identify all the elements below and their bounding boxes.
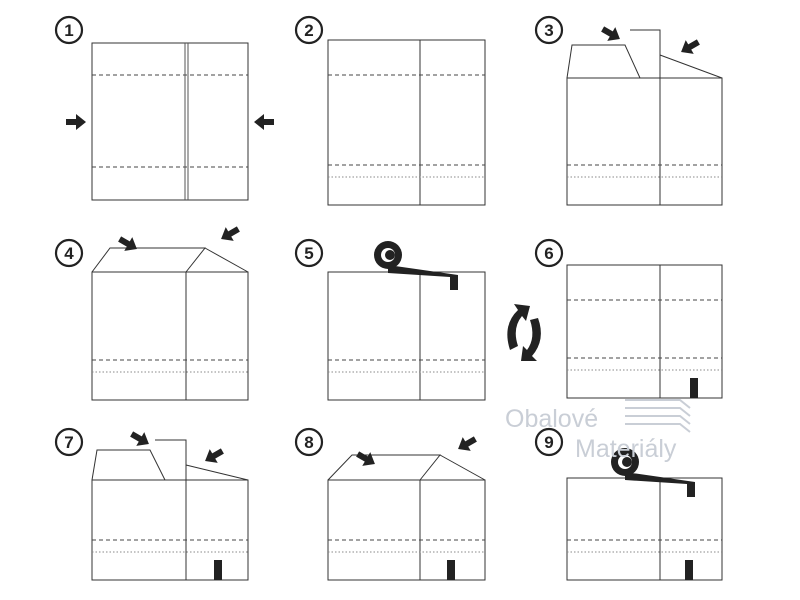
tape-roll-icon [374,241,458,290]
closed-box [327,271,486,401]
box-flaps-bottom-taped [91,479,249,581]
step-5: 5 [294,238,486,401]
watermark-line2: Materiály [575,435,677,463]
open-box [327,39,486,206]
step-6: 6 [534,238,723,399]
step-3: 3 [534,15,723,206]
step-number: 4 [64,244,74,263]
step-number: 9 [544,433,553,452]
step-number: 2 [304,21,313,40]
watermark-line1: Obalové [505,405,598,433]
fold-arrow-icon [205,448,224,463]
step-number-badge [534,427,564,457]
tape-roll-icon [611,448,695,497]
fold-arrow-icon [130,431,149,446]
tape-strip [685,560,693,580]
step-2: 2 [294,15,486,206]
box-inner-flaps-folded [91,271,249,401]
fold-arrow-icon [221,226,240,241]
rotate-arrows-icon [507,304,541,361]
tape-strip [447,560,455,580]
fold-arrow-icon [118,236,137,251]
step-4: 4 [54,226,249,401]
step-1: 1 [54,15,274,201]
flat-box-blank [91,42,249,201]
watermark: Obalové Materiály [505,399,691,463]
fold-arrow-icon [681,39,700,54]
tape-strip [690,378,698,398]
push-right-arrow-icon [66,114,86,130]
watermark-logo-icon [625,399,691,433]
step-number: 6 [544,244,553,263]
step-number-badge [294,238,324,268]
flipped-box [566,264,723,399]
step-number: 8 [304,433,313,452]
step-number-badge [54,15,84,45]
push-left-arrow-icon [254,114,274,130]
step-8: 8 [294,427,486,581]
fold-arrow-icon [601,26,620,41]
box-outer-flaps [327,479,486,581]
tape-strip [214,560,222,580]
box-taped-final [566,477,723,581]
step-9: 9 [534,427,723,581]
step-number: 7 [64,433,73,452]
fold-arrow-icon [356,451,375,466]
step-number: 3 [544,21,553,40]
fold-arrow-icon [458,436,477,451]
step-number-badge [534,238,564,268]
step-7: 7 [54,427,249,581]
step-number-badge [54,427,84,457]
step-number-badge [54,238,84,268]
step-number-badge [294,15,324,45]
step-number: 5 [304,244,313,263]
step-number-badge [294,427,324,457]
step-number-badge [534,15,564,45]
box-flaps [566,77,723,206]
step-number: 1 [64,21,73,40]
